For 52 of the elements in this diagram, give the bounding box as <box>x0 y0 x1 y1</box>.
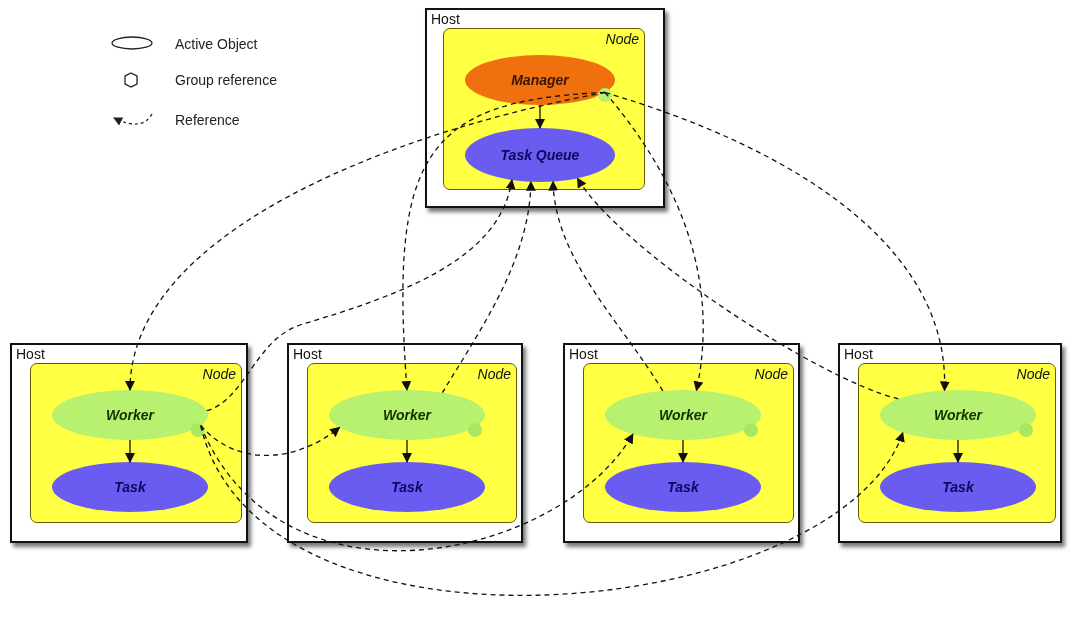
arrow <box>402 439 412 463</box>
node-label: Task <box>114 479 146 495</box>
legend-text: Reference <box>175 112 240 128</box>
arrow <box>678 439 688 463</box>
dashed-arrow <box>548 180 664 392</box>
box-title: Node <box>605 31 639 47</box>
oval-node <box>52 390 208 440</box>
box-title: Host <box>569 346 598 362</box>
dashed-arrow <box>604 91 949 392</box>
node-label: Worker <box>659 407 707 423</box>
dashed-arrow <box>200 424 341 457</box>
dashed-arrow <box>576 177 899 400</box>
oval-node <box>465 55 615 105</box>
host-box <box>287 343 523 543</box>
box-title: Node <box>754 366 788 382</box>
legend-text: Group reference <box>175 72 277 88</box>
node-label: Task <box>942 479 974 495</box>
box-title: Host <box>16 346 45 362</box>
host-box <box>425 8 665 208</box>
node-box <box>307 363 517 523</box>
legend-text: Active Object <box>175 36 258 52</box>
oval-node <box>329 390 485 440</box>
box-title: Host <box>844 346 873 362</box>
arrow <box>953 439 963 463</box>
node-box <box>443 28 645 190</box>
box-title: Host <box>293 346 322 362</box>
host-box <box>838 343 1062 543</box>
dashed-arrow <box>401 91 606 391</box>
node-label: Worker <box>383 407 431 423</box>
node-label: Task Queue <box>500 147 580 163</box>
node-label: Task <box>667 479 699 495</box>
box-title: Node <box>202 366 236 382</box>
box-title: Node <box>477 366 511 382</box>
dashed-arrow <box>126 91 606 391</box>
host-box <box>563 343 800 543</box>
dashed-arrow <box>200 424 904 596</box>
node-label: Worker <box>934 407 982 423</box>
node-box <box>30 363 242 523</box>
host-box <box>10 343 248 543</box>
node-label: Worker <box>106 407 154 423</box>
dashed-arrow <box>604 91 704 392</box>
node-label: Task <box>391 479 423 495</box>
node-box <box>583 363 794 523</box>
arrow <box>125 439 135 463</box>
dashed-arrow <box>206 179 515 412</box>
oval-node <box>880 462 1036 512</box>
node-box <box>858 363 1056 523</box>
node-label: Manager <box>511 72 569 88</box>
dashed-arrow <box>441 180 536 394</box>
arrow <box>535 104 545 129</box>
box-title: Node <box>1016 366 1050 382</box>
box-title: Host <box>431 11 460 27</box>
